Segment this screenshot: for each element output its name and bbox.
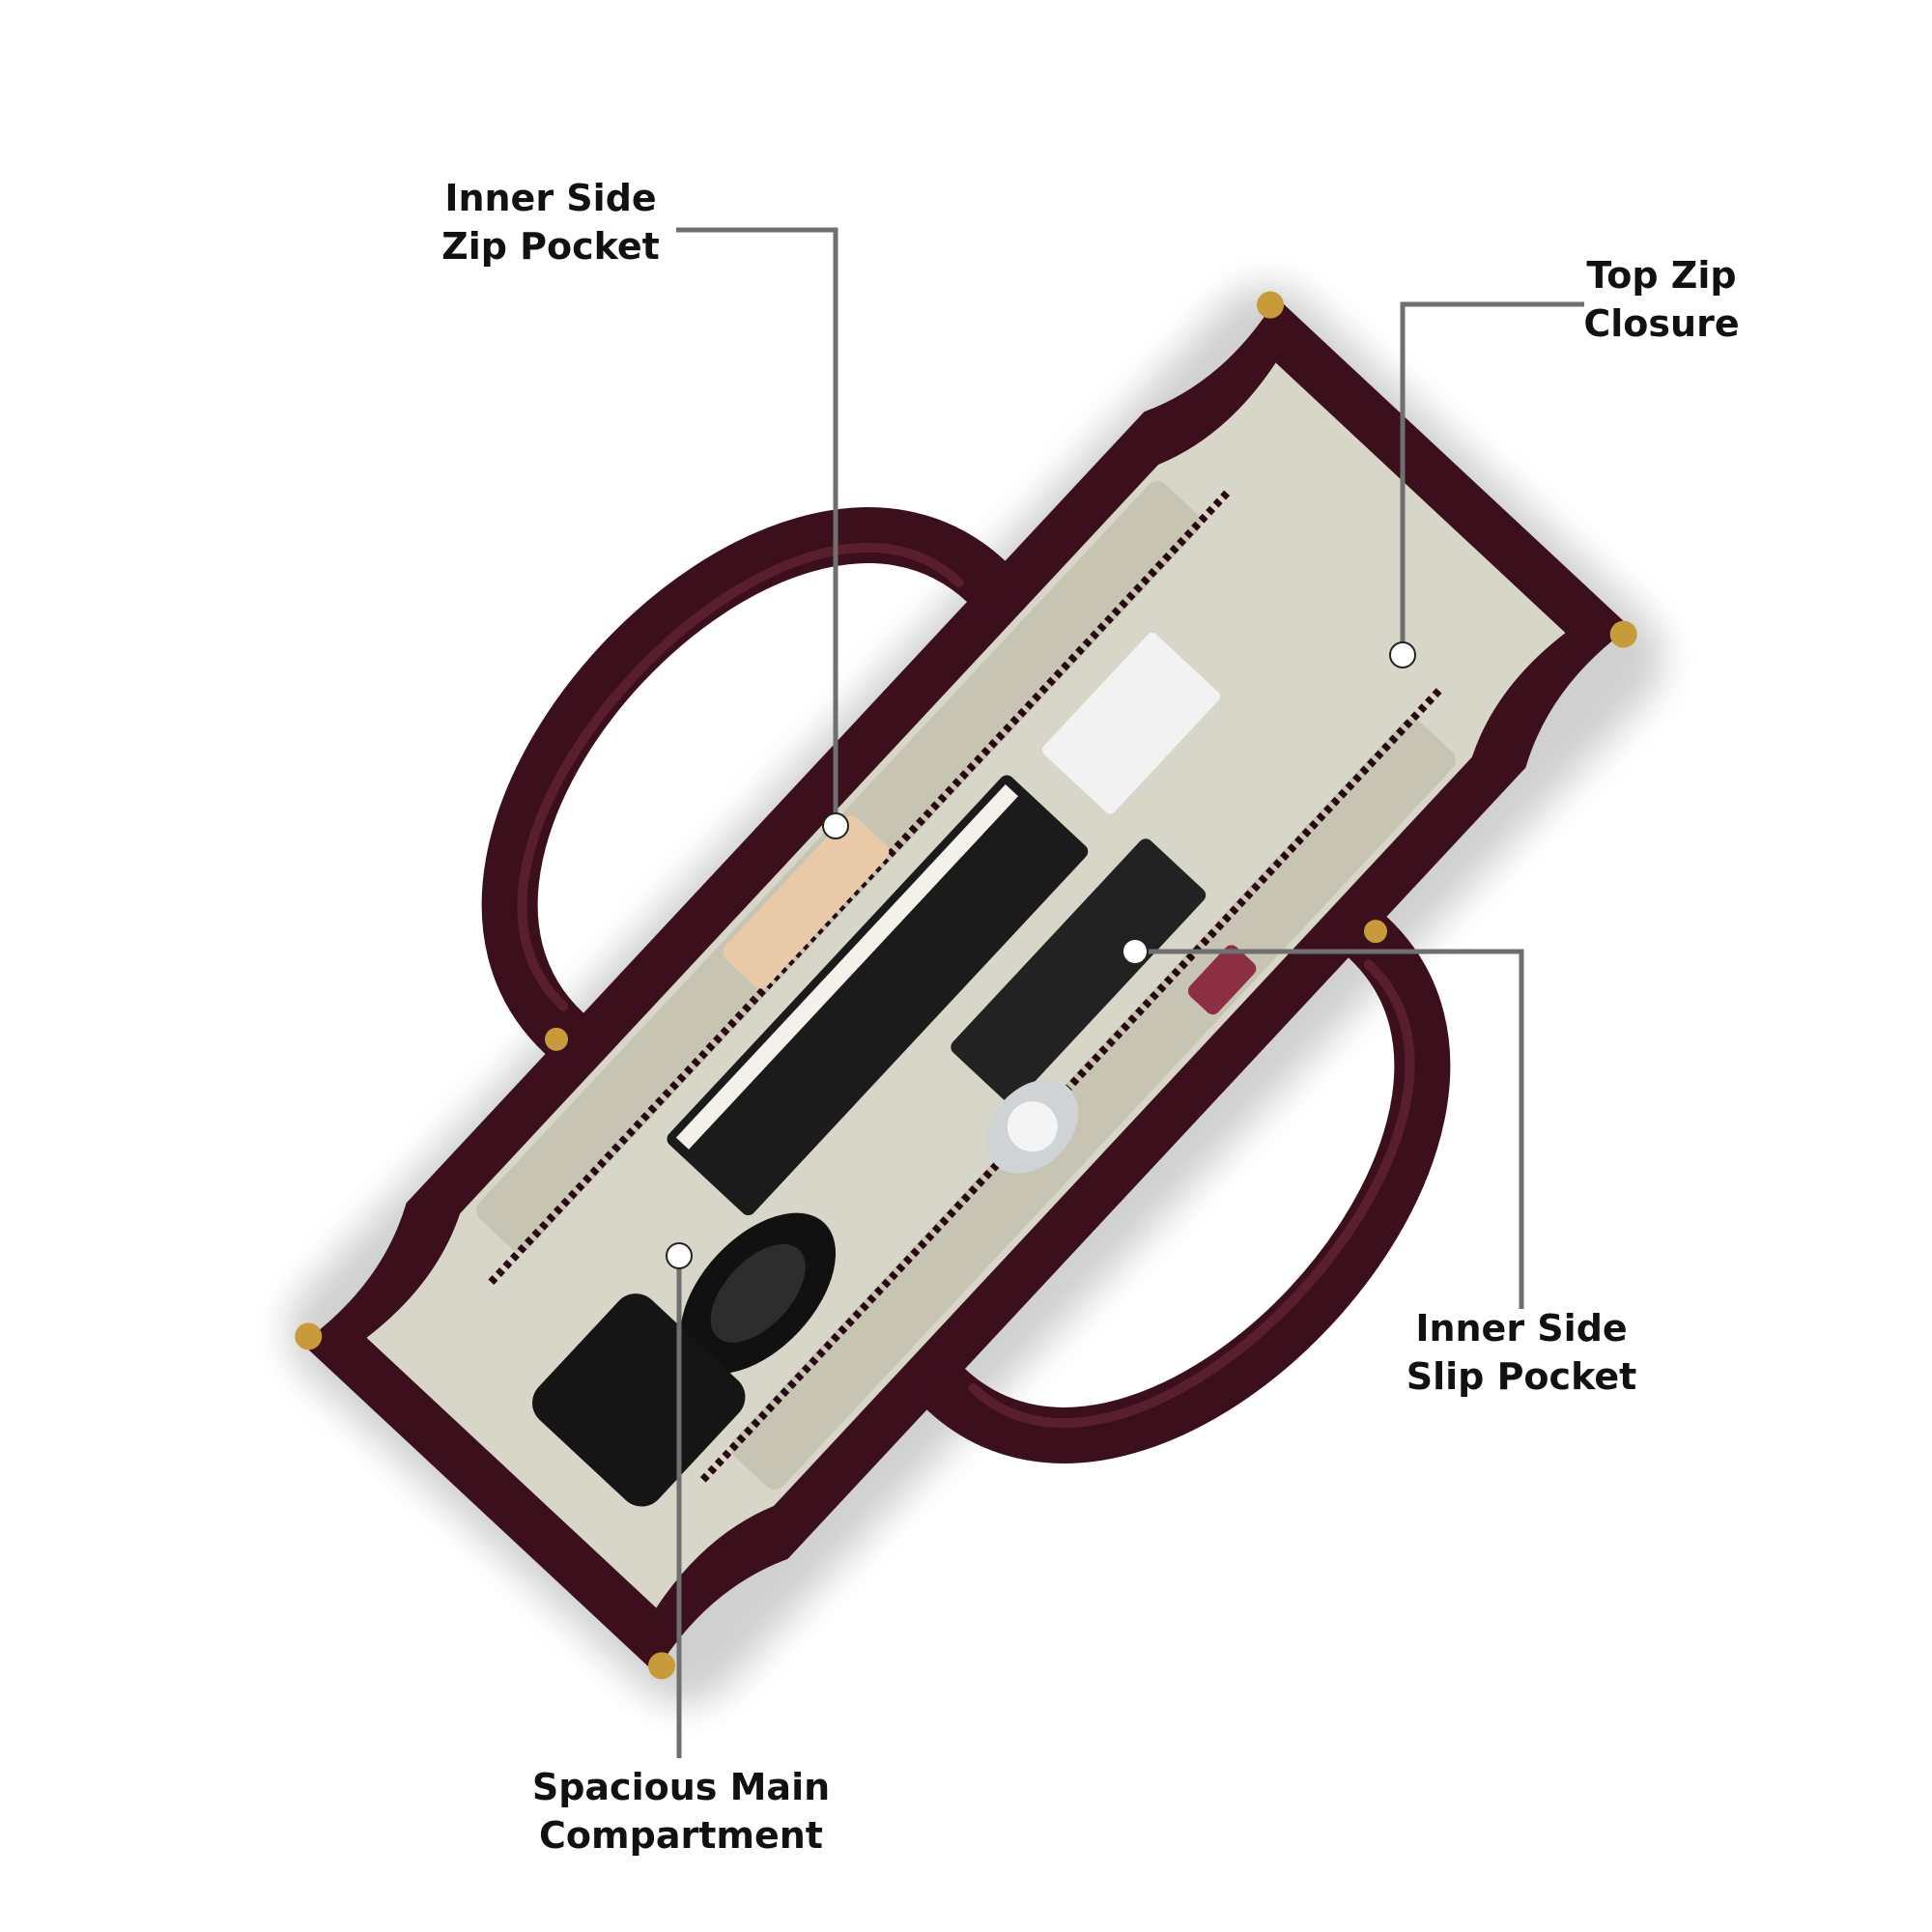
stud <box>295 1322 323 1350</box>
stud <box>1363 920 1387 944</box>
callout-spacious-main-compartment: Spacious Main Compartment <box>512 1763 850 1860</box>
callout-line: Inner Side <box>1415 1307 1628 1350</box>
compact-case-lid <box>710 1243 806 1343</box>
handle-top <box>481 507 1014 1062</box>
handle-bottom <box>918 909 1451 1463</box>
lipstick <box>1187 945 1257 1015</box>
notebook-pages <box>675 783 1019 1150</box>
notebook <box>667 775 1089 1216</box>
handbag <box>295 291 1637 1680</box>
stud <box>1257 291 1285 319</box>
stud <box>647 1652 675 1680</box>
leader-top-zip-closure <box>1400 301 1584 652</box>
leader-inner-side-slip-pocket <box>1135 949 1524 1309</box>
callout-line: Slip Pocket <box>1406 1355 1637 1398</box>
handle-bottom-highlight <box>968 959 1415 1429</box>
phone <box>723 815 890 989</box>
perfume-cap <box>1007 1101 1058 1152</box>
callout-line: Top Zip <box>1586 254 1737 297</box>
callout-line: Compartment <box>539 1814 823 1857</box>
handle-top-highlight <box>517 542 964 1011</box>
stud <box>1609 620 1637 648</box>
pointer-dot-inner-side-zip-pocket <box>822 812 849 839</box>
pointer-dot-top-zip-closure <box>1389 641 1416 668</box>
leader-inner-side-zip-pocket <box>676 227 838 821</box>
callout-inner-side-zip-pocket: Inner Side Zip Pocket <box>435 174 667 270</box>
callout-line: Closure <box>1583 302 1740 345</box>
callout-line: Zip Pocket <box>441 225 660 268</box>
pointer-dot-spacious-main-compartment <box>666 1242 693 1269</box>
stud <box>545 1027 569 1051</box>
callout-inner-side-slip-pocket: Inner Side Slip Pocket <box>1391 1304 1652 1401</box>
pointer-dot-inner-side-slip-pocket <box>1122 938 1149 965</box>
sunglasses-case <box>532 1293 746 1507</box>
callout-line: Inner Side <box>444 177 657 219</box>
card-box <box>1041 632 1221 814</box>
journal <box>951 838 1207 1104</box>
callout-line: Spacious Main <box>531 1766 831 1808</box>
callout-top-zip-closure: Top Zip Closure <box>1565 251 1758 348</box>
slip-pocket-panel <box>730 718 1456 1490</box>
